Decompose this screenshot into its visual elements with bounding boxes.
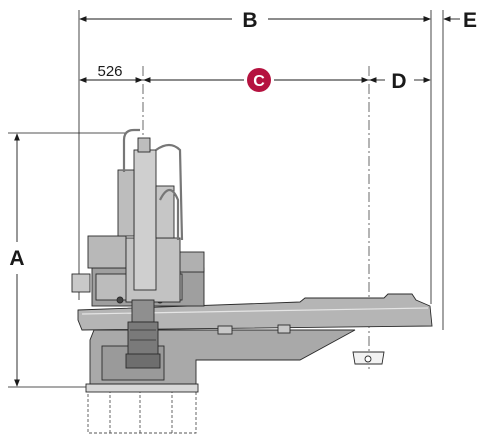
dimension-offset-label: 526 <box>97 63 122 80</box>
dimension-b-label: B <box>242 9 257 32</box>
dimension-d: D <box>369 70 431 93</box>
dimension-c-badge <box>247 68 271 92</box>
machine-spindle <box>131 299 155 323</box>
dimension-e-label: E <box>463 9 477 32</box>
extension-lines <box>8 10 444 388</box>
dimension-b: B <box>79 9 431 32</box>
dimension-c: C <box>143 68 369 92</box>
machine-hoses <box>122 128 184 241</box>
dimension-d-label: D <box>391 70 406 93</box>
dimension-c-label: C <box>253 73 265 90</box>
machine <box>71 128 433 434</box>
dimension-e: E <box>418 9 477 32</box>
machine-table <box>77 293 433 331</box>
dimension-a-label: A <box>9 247 24 270</box>
dimension-a: A <box>9 133 25 387</box>
machine-pedestal <box>87 384 197 434</box>
dimension-offset: 526 <box>79 63 143 83</box>
